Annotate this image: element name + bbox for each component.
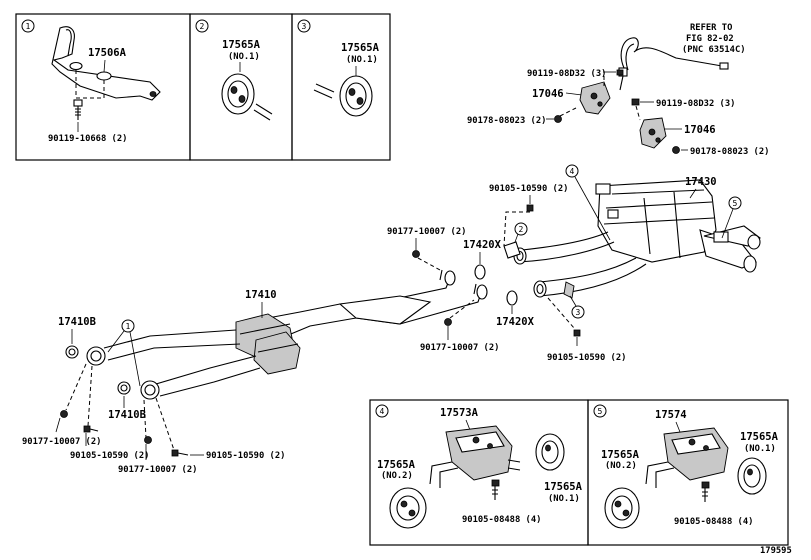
sensor-wire [620,37,723,69]
sensor-bracket-17046-b [639,117,667,149]
label-no2-inset4: (NO.2) [381,471,413,481]
bolt-90119-b: 90119-08D32 (3) [631,98,735,109]
label-no1-inset4: (NO.1) [548,494,580,504]
callout-1-main: 1 [126,322,131,331]
front-pipe-17410 [86,269,488,400]
label-17573A: 17573A [440,407,479,419]
label-17046-a: 17046 [532,88,564,100]
rubber-hanger-inset2 [221,73,255,115]
inset-panel-5 [587,399,789,546]
inset-1: 1 17506A 90119-10668 (2) [21,19,161,144]
label-90119-08D32-a: 90119-08D32 (3) [527,69,606,79]
nut-90177-b: 90177-10007 (2) [118,436,197,475]
nut-90177-c: 90177-10007 (2) [387,227,466,258]
refer-line2: FIG 82-02 [686,34,734,44]
bracket-17573A [429,425,521,488]
hanger-no2-inset4 [389,487,427,529]
label-17420X-b: 17420X [496,316,535,328]
label-17565A-no1-inset4: 17565A [544,481,583,493]
label-17410B-a: 17410B [58,316,96,328]
inset-4-number: 4 [380,407,385,416]
callout-2-main: 2 [519,225,524,234]
refer-note: REFER TO FIG 82-02 (PNC 63514C) [682,23,746,55]
label-17046-b: 17046 [684,124,716,136]
label-90178-08023-a: 90178-08023 (2) [467,116,546,126]
label-17565A-inset3: 17565A [341,42,380,54]
label-90105-08488-inset5: 90105-08488 (4) [674,517,753,527]
bolt-90105-c: 90105-10590 (2) [489,184,568,212]
label-17506A: 17506A [88,47,127,59]
label-90105-08488-inset4: 90105-08488 (4) [462,515,541,525]
bolt-90105-d: 90105-10590 (2) [547,329,626,363]
inset-1-number: 1 [26,22,31,31]
nut-90178-a: 90178-08023 (2) [467,115,562,126]
label-17565A-no2-inset4: 17565A [377,459,416,471]
callout-4-main: 4 [570,167,575,176]
label-17565A-no2-inset5: 17565A [601,449,640,461]
label-90105-10590-b: 90105-10590 (2) [206,451,285,461]
label-17410: 17410 [245,289,277,301]
label-17565A-no1-inset5: 17565A [740,431,779,443]
inset-panel-3 [291,13,391,161]
muffler-17430 [595,179,761,273]
label-no1-inset5: (NO.1) [744,444,776,454]
nut-90177-d: 90177-10007 (2) [420,318,499,353]
refer-line1: REFER TO [690,23,732,33]
bolt-90119-a: 90119-08D32 (3) [527,69,624,79]
bolt-90105-08488-inset5 [701,481,710,502]
label-no1-inset2: (NO.1) [228,52,260,62]
inset-3: 3 17565A (NO.1) [297,19,380,117]
label-90105-10590-a: 90105-10590 (2) [70,451,149,461]
label-90119-10668: 90119-10668 (2) [48,134,127,144]
inset-5: 5 17574 17565A (NO.1) 17565A (NO.2) [593,404,779,529]
label-90177-10007-a: 90177-10007 (2) [22,437,101,447]
callout-5-main: 5 [733,199,738,208]
sensor-bracket-17046-a [579,81,611,115]
pipe-17420X-lower [533,257,647,299]
label-90178-08023-b: 90178-08023 (2) [690,147,769,157]
pipe-17420X-upper [513,231,615,265]
inset-2-number: 2 [200,22,205,31]
bolt-90105-a: 90105-10590 (2) [70,425,149,461]
bolt-90105-08488-inset4 [491,479,500,500]
bracket-17574 [645,427,729,488]
nut-90178-b: 90178-08023 (2) [672,146,769,157]
label-90177-10007-d: 90177-10007 (2) [420,343,499,353]
label-90119-08D32-b: 90119-08D32 (3) [656,99,735,109]
hanger-no1-inset5 [737,457,767,495]
inset-3-number: 3 [302,22,307,31]
bracket-17506A [51,26,161,101]
label-90177-10007-b: 90177-10007 (2) [118,465,197,475]
inset-4: 4 17573A 17565A (NO.1) 17565A (NO.2) [375,404,583,529]
label-90105-10590-c: 90105-10590 (2) [489,184,568,194]
gasket-17420X-b [506,290,518,306]
rubber-hanger-inset3 [339,75,373,117]
label-no2-inset5: (NO.2) [605,461,637,471]
label-17574: 17574 [655,409,687,421]
label-90105-10590-d: 90105-10590 (2) [547,353,626,363]
refer-line3: (PNC 63514C) [682,45,746,55]
callout-3-main: 3 [576,308,581,317]
label-17565A-inset2: 17565A [222,39,261,51]
bolt-90105-b: 90105-10590 (2) [171,449,285,461]
nut-90177-a: 90177-10007 (2) [22,410,101,447]
label-17430: 17430 [685,176,717,188]
hanger-no2-inset5 [604,487,640,529]
hanger-no1-inset4 [535,433,565,471]
label-90177-10007-c: 90177-10007 (2) [387,227,466,237]
inset-5-number: 5 [598,407,603,416]
figure-id: 179595 [760,546,792,556]
label-17420X-a: 17420X [463,239,502,251]
gasket-17420X-a [474,264,486,280]
label-no1-inset3: (NO.1) [346,55,378,65]
label-17410B-b: 17410B [108,409,146,421]
inset-2: 2 17565A (NO.1) [195,19,273,121]
